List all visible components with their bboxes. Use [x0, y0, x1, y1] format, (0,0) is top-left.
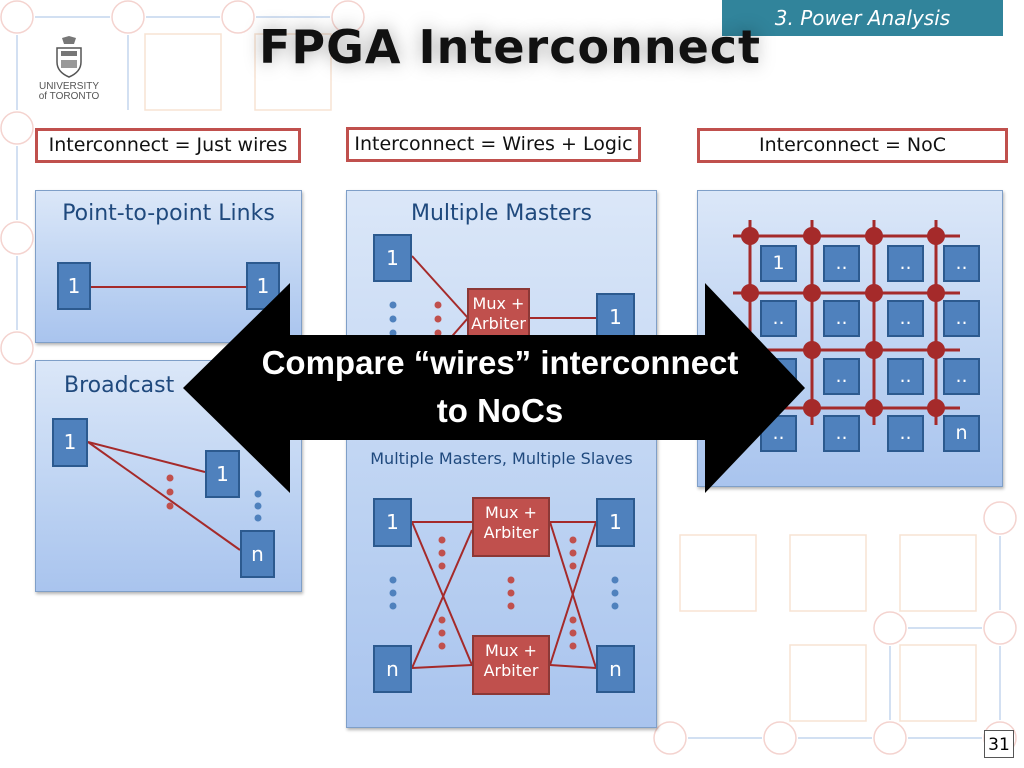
panel-subtitle: Multiple Masters, Multiple Slaves: [370, 449, 633, 468]
section-tag: 3. Power Analysis: [722, 0, 1003, 36]
section-tag-text: 3. Power Analysis: [774, 6, 951, 30]
node-master: n: [373, 645, 412, 693]
page-number: 31: [984, 730, 1014, 758]
mmms-wire: [549, 521, 597, 666]
mmms-wire: [411, 529, 473, 669]
mux-arbiter: Mux + Arbiter: [472, 497, 550, 557]
noc-node: ..: [823, 245, 860, 282]
mmms-wire: [411, 521, 473, 666]
noc-node: ..: [887, 415, 924, 452]
panel-title: Broadcast: [64, 373, 175, 398]
noc-node: ..: [823, 358, 860, 395]
noc-node: ..: [887, 300, 924, 337]
broadcast-wire: [87, 441, 206, 473]
noc-node: ..: [943, 245, 980, 282]
label-noc: Interconnect = NoC: [697, 128, 1008, 163]
slide-title: FPGA Interconnect: [258, 20, 762, 74]
mmms-wire: [411, 664, 473, 669]
node-master: 1: [373, 498, 412, 547]
mux-arbiter: Mux + Arbiter: [472, 635, 550, 695]
university-logo: UNIVERSITY of TORONTO: [33, 36, 105, 112]
noc-node: ..: [760, 300, 797, 337]
callout-line1: Compare “wires” interconnect: [261, 344, 739, 381]
crest-icon: [56, 36, 82, 78]
ellipsis-dots-blue: [254, 301, 619, 610]
node-dest: n: [240, 530, 275, 578]
label-wires-logic: Interconnect = Wires + Logic: [346, 127, 641, 162]
panel-title: Point-to-point Links: [62, 201, 275, 226]
logo-line1: UNIVERSITY: [38, 81, 99, 92]
noc-node: ..: [823, 415, 860, 452]
noc-node: ..: [943, 358, 980, 395]
node-slave: 1: [596, 498, 635, 547]
node-source: 1: [52, 418, 88, 467]
logo-line2: of TORONTO: [38, 91, 100, 102]
mm-wire: [411, 255, 469, 319]
node-master: 1: [373, 234, 412, 282]
label-just-wires: Interconnect = Just wires: [35, 128, 301, 163]
node-source: 1: [57, 262, 91, 310]
noc-node: ..: [943, 300, 980, 337]
callout-line2: to NoCs: [436, 392, 564, 429]
node-slave: n: [596, 645, 635, 693]
noc-node: ..: [823, 300, 860, 337]
noc-node: n: [943, 415, 980, 452]
noc-node: 1: [760, 245, 797, 282]
ellipsis-dots-red: [166, 301, 577, 650]
panel-title: Multiple Masters: [411, 201, 592, 226]
node-dest: 1: [205, 450, 240, 498]
noc-node: ..: [887, 358, 924, 395]
broadcast-wire: [87, 441, 241, 551]
double-arrow-icon: [183, 283, 805, 493]
mmms-wire: [549, 664, 597, 669]
noc-node: ..: [887, 245, 924, 282]
